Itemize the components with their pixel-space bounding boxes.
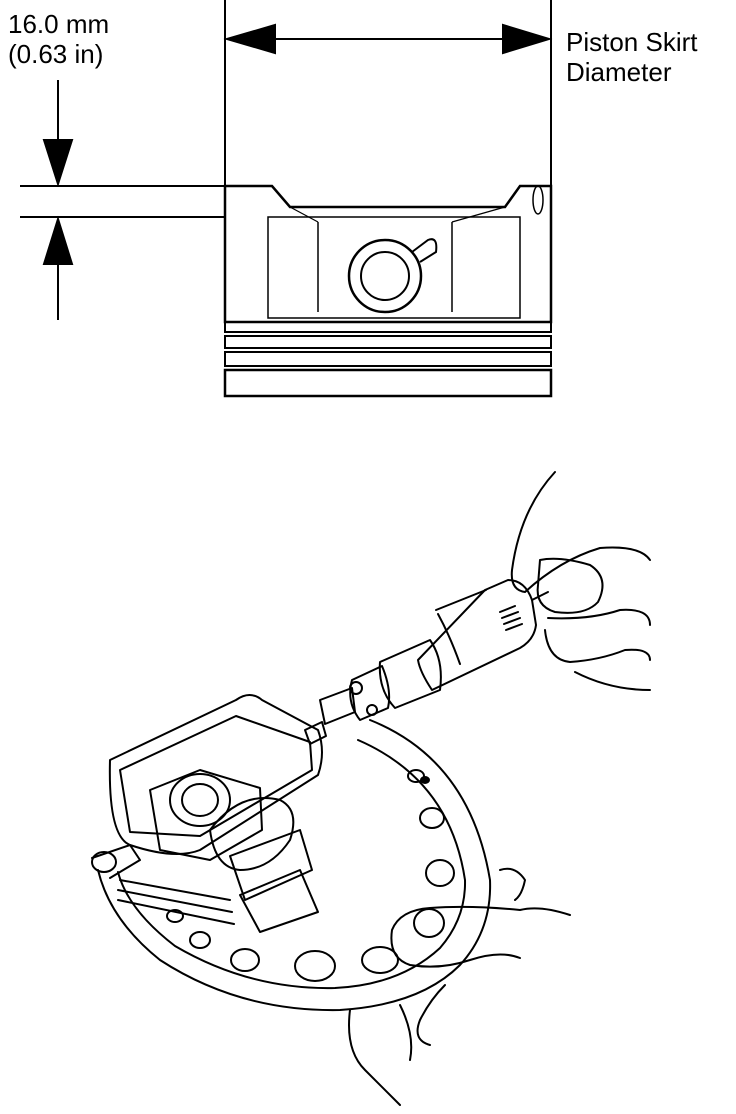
piston-side-view [20, 0, 553, 398]
skirt-arrow-left [223, 23, 276, 55]
piston-skirt-window [267, 216, 521, 319]
ring-groove-3 [224, 351, 552, 367]
upper-hand [510, 471, 651, 691]
ring-groove-2 [224, 335, 552, 349]
measure-arrow-top [42, 139, 74, 188]
ring-groove-1 [224, 321, 552, 333]
micrometer-spindle [304, 665, 391, 745]
piston-skirt-label-line2: Diameter [566, 57, 672, 87]
micrometer-thimble [378, 579, 549, 709]
pin-boss-outer [347, 238, 423, 314]
micrometer-frame [91, 719, 492, 1012]
piston-body-outline [223, 184, 553, 324]
measured-piston [108, 694, 323, 933]
piston-crown-band [223, 368, 553, 398]
lower-hand [348, 867, 571, 1106]
micrometer-illustration [91, 471, 651, 1106]
oil-hole [532, 185, 544, 215]
piston-skirt-label-line1: Piston Skirt [566, 27, 698, 57]
skirt-arrow-right [502, 23, 553, 55]
measure-arrow-bottom [42, 215, 74, 265]
pin-clip [411, 238, 438, 263]
pin-boss-inner [360, 251, 410, 301]
measurement-in-label: (0.63 in) [8, 39, 104, 69]
measurement-mm-label: 16.0 mm [8, 9, 110, 39]
